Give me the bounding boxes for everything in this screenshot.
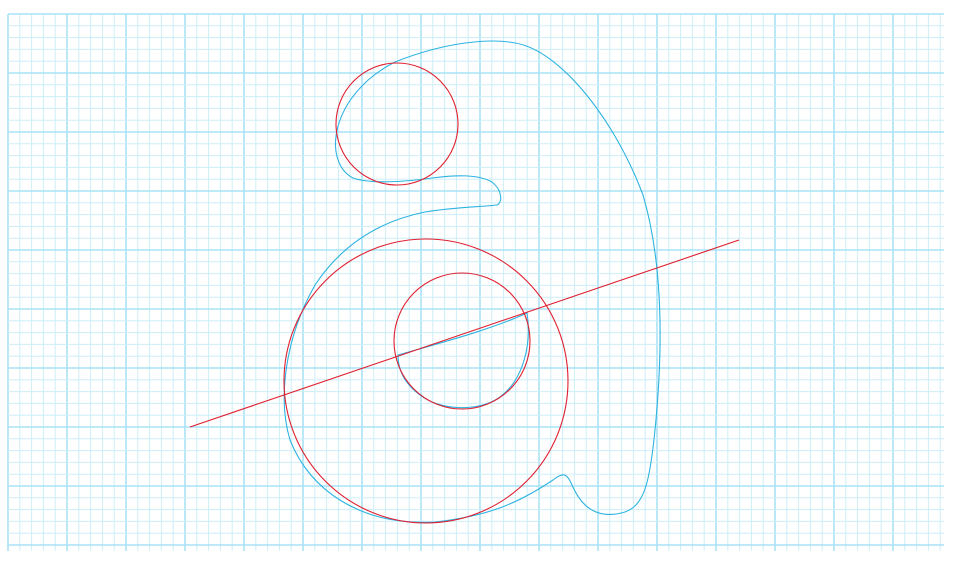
- construction-circle-bowl-outer: [283, 238, 569, 524]
- construction-circle-head: [335, 62, 459, 186]
- glyph-outline: [283, 40, 661, 523]
- grid-paper: [7, 13, 944, 551]
- construction-line: [189, 239, 740, 428]
- construction-circle-bowl-inner: [393, 272, 531, 410]
